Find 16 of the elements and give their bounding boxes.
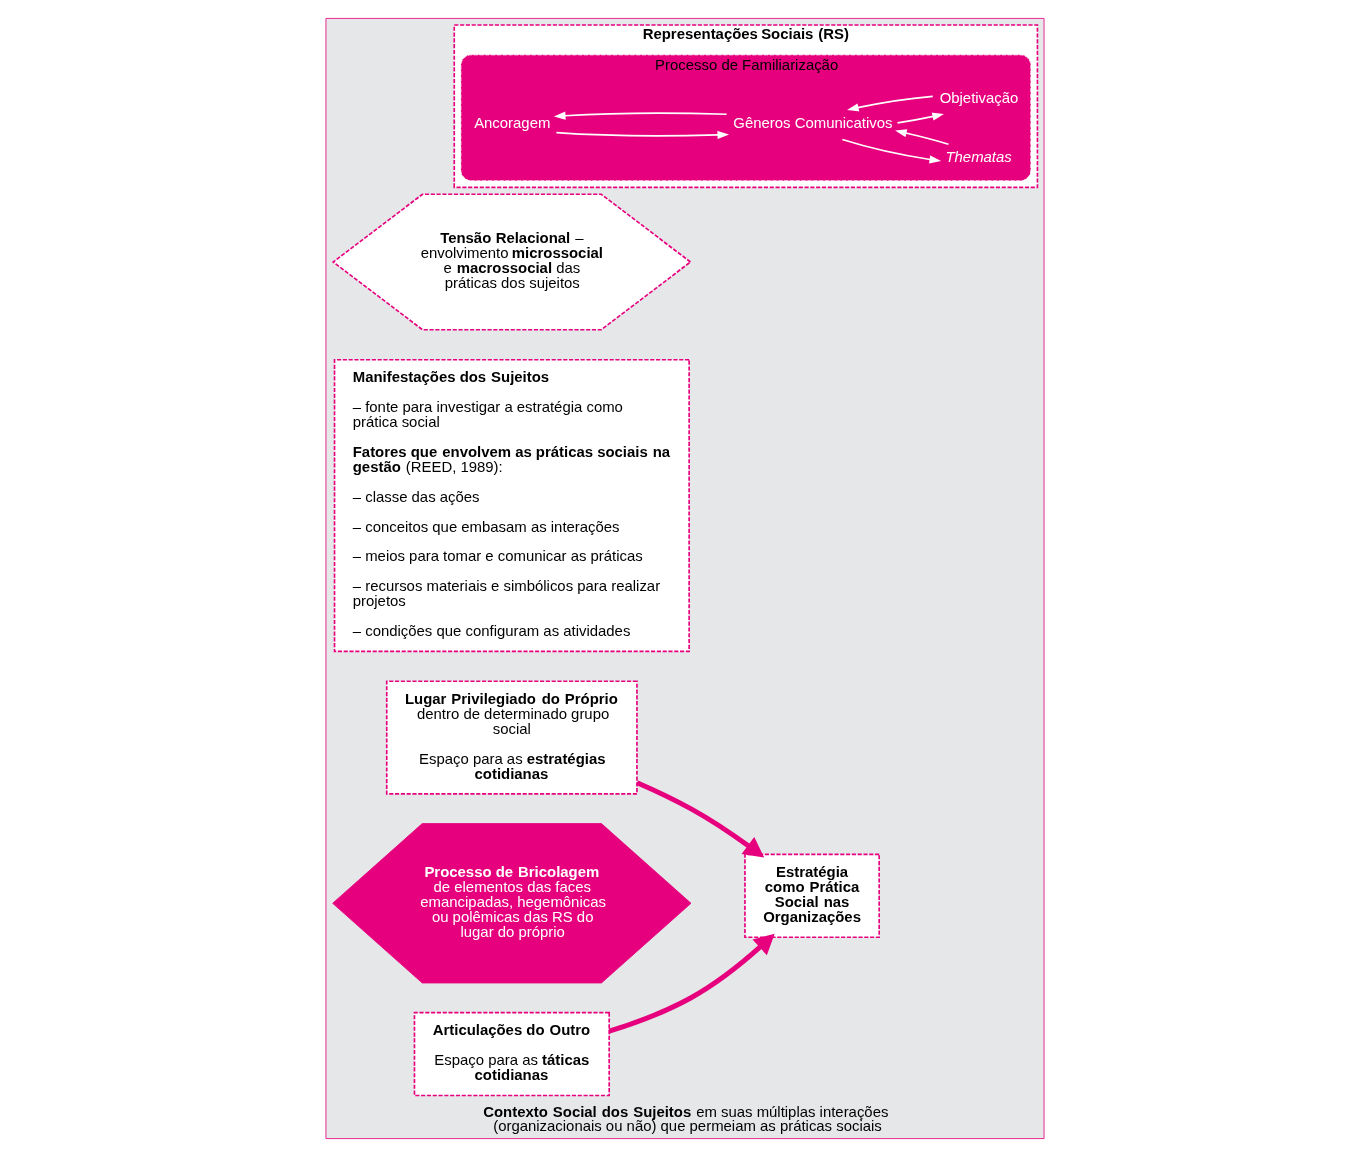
node-text: Ancoragem: [474, 115, 551, 132]
arrow: [555, 130, 730, 139]
arrow: [895, 129, 950, 146]
arrow: [847, 95, 934, 112]
node-box: Manifestações dos Sujeitos – fonte para investigar a estratégia como prática social Fatores que envolvem as práticas sociais na gestão (REED, 1989): – classe das ações – conceitos que embasam as interações – meios para tomar e comunicar as práticas – recursos materiais e simbólicos para realizar projetos – condições que configuram as atividades: [333, 358, 690, 653]
arrow: [841, 138, 942, 164]
node-text: Gêneros Comunicativos: [733, 115, 893, 132]
arrow: [553, 111, 728, 120]
node-text: Objetivação: [939, 90, 1019, 107]
node-box: Articulações do Outro Espaço para as táticas cotidianas: [413, 1011, 611, 1097]
arrow: [608, 933, 775, 1034]
node-box: Lugar Privilegiado do Próprio dentro de determinado grupo social Espaço para as estratégias cotidianas: [385, 680, 638, 795]
arrow: [896, 112, 944, 124]
arrow: [636, 780, 765, 858]
node-box: Estratégia como Prática Social nas Organizações: [744, 853, 880, 939]
node-text: Thematas: [945, 149, 1012, 166]
